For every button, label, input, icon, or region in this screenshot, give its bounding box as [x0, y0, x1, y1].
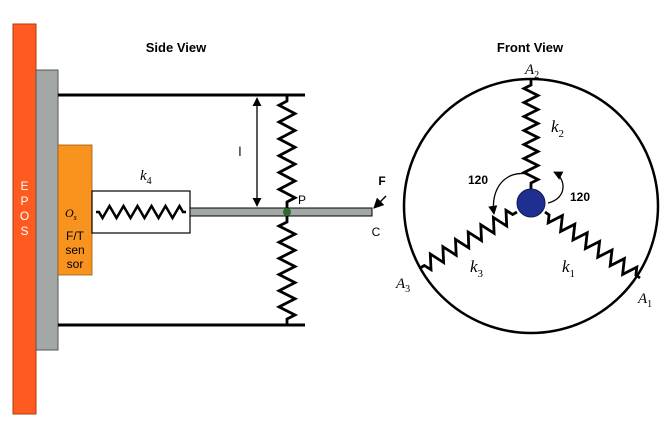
epos-letter: O	[20, 209, 29, 223]
spring-k4	[96, 203, 186, 221]
spring-k2	[520, 79, 542, 189]
mounting-plate	[35, 69, 59, 351]
anchor-a1-label: A1	[637, 291, 652, 310]
rod	[189, 207, 373, 217]
sensor-origin: Os	[65, 206, 77, 222]
side-view-title: Side View	[146, 40, 207, 55]
sensor-text-line: sor	[67, 257, 84, 271]
spring-k3	[419, 207, 518, 273]
angle-arc-left	[488, 172, 529, 215]
sensor-text-line: sen	[65, 243, 84, 257]
epos-letter: P	[20, 194, 28, 208]
force-label: F	[378, 174, 385, 188]
spring-k2-label: k2	[551, 117, 564, 140]
force-arrow	[373, 195, 387, 209]
angle-arc-right	[547, 171, 564, 204]
spring-k1	[544, 210, 641, 280]
anchor-a3-label: A3	[395, 276, 410, 295]
sensor-text-line: F/T	[66, 229, 85, 243]
epos-letter: S	[20, 224, 28, 238]
ft-sensor	[57, 144, 93, 276]
central-mass	[516, 188, 546, 218]
spring-lower	[275, 216, 299, 325]
angle-right-label: 120	[570, 190, 590, 204]
epos-letter: E	[20, 179, 28, 193]
point-c-label: C	[372, 225, 381, 239]
length-label: l	[239, 144, 242, 159]
front-view-title: Front View	[497, 40, 564, 55]
spring-k3-label: k3	[470, 257, 484, 280]
spring-k1-label: k1	[562, 257, 575, 280]
point-p-label: P	[298, 193, 306, 207]
anchor-a2-label: A2	[524, 62, 539, 81]
point-p-marker	[283, 208, 291, 216]
angle-left-label: 120	[468, 173, 488, 187]
spring-k4-label: k4	[140, 168, 152, 187]
spring-upper	[275, 95, 299, 208]
